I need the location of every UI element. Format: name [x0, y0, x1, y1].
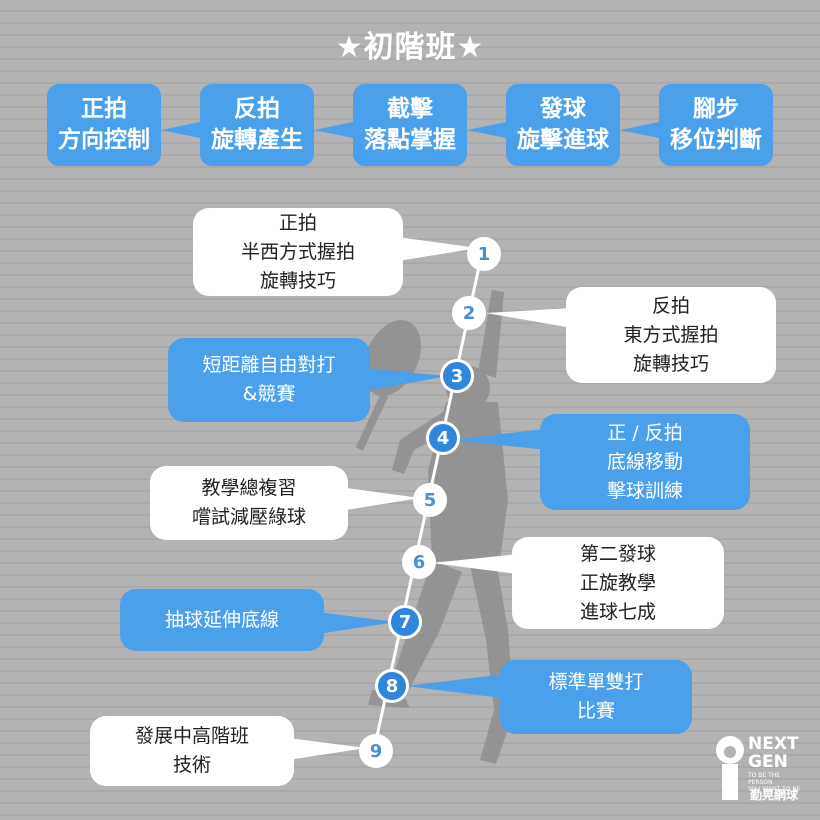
logo-gen: GEN [748, 752, 788, 772]
stage-bubble-5: 教學總複習 嚐試減壓綠球 [150, 466, 348, 540]
logo-next: NEXT [748, 734, 799, 754]
step-arrow [467, 122, 506, 138]
stage-text-line: 教學總複習 [201, 477, 297, 499]
logo-tagline-1: TO BE THE PERSON [748, 772, 781, 786]
stage-number-7: 7 [388, 605, 422, 639]
stage-number-2: 2 [452, 296, 486, 330]
page-title: ★初階班★ [335, 30, 485, 65]
logo-tagline-2: YOU WANT TO BE [748, 786, 801, 793]
top-step-forehand: 正拍 方向控制 [47, 84, 161, 166]
logo-tagline: TO BE THE PERSON YOU WANT TO BE [748, 772, 804, 793]
step-arrow [620, 122, 659, 138]
bubble-tail [406, 674, 506, 698]
stage-text-line: &競賽 [242, 383, 296, 405]
stage-text-line: 半西方式握拍 [240, 240, 355, 263]
top-step-title: 反拍 [234, 96, 280, 122]
stage-text-line: 正拍 [278, 211, 317, 234]
stage-bubble-7: 抽球延伸底線 [120, 589, 324, 651]
stage-text-line: 嚐試減壓綠球 [191, 506, 306, 528]
stage-text-line: 標準單雙打 [548, 671, 644, 693]
top-step-subtitle: 旋擊進球 [517, 127, 609, 153]
stage-number-6: 6 [402, 545, 436, 579]
stage-text-line: 第二發球 [579, 542, 656, 565]
stage-text-line: 進球七成 [579, 600, 656, 623]
bubble-tail [360, 368, 448, 392]
logo-brand: 勤晃網球 [750, 788, 799, 802]
stage-number-5: 5 [413, 483, 447, 517]
stage-text-line: 正旋教學 [579, 571, 656, 594]
step-arrow [314, 122, 353, 138]
stage-bubble-1: 正拍 半西方式握拍 旋轉技巧 [193, 208, 403, 296]
bubble-tail [452, 428, 552, 450]
stage-bubble-2: 反拍 東方式握拍 旋轉技巧 [566, 287, 776, 383]
stage-number-3: 3 [440, 359, 474, 393]
bubble-tail [346, 488, 420, 510]
top-step-subtitle: 移位判斷 [670, 127, 762, 153]
stage-number-8: 8 [375, 669, 409, 703]
stage-text-line: 擊球訓練 [606, 479, 683, 502]
stage-bubble-3: 短距離自由對打 &競賽 [168, 338, 370, 422]
top-step-subtitle: 落點掌握 [364, 127, 456, 153]
stage-text-line: 比賽 [576, 700, 615, 722]
stage-bubble-6: 第二發球 正旋教學 進球七成 [512, 537, 724, 629]
stage-text-line: 旋轉技巧 [632, 352, 709, 375]
stage-text-line: 旋轉技巧 [259, 269, 336, 292]
top-step-footwork: 腳步 移位判斷 [659, 84, 773, 166]
stage-text-line: 底線移動 [606, 450, 683, 473]
stage-text-line: 正 / 反拍 [607, 421, 683, 444]
stage-text-line: 發展中高階班 [134, 725, 249, 747]
top-step-title: 截擊 [387, 96, 433, 122]
top-step-title: 腳步 [693, 96, 739, 122]
top-step-serve: 發球 旋擊進球 [506, 84, 620, 166]
stage-text-line: 抽球延伸底線 [164, 608, 279, 631]
stage-text-line: 反拍 [651, 294, 690, 317]
stage-bubble-4: 正 / 反拍 底線移動 擊球訓練 [540, 414, 750, 510]
bubble-tail [432, 554, 518, 574]
stage-bubble-8: 標準單雙打 比賽 [500, 660, 692, 734]
top-step-title: 發球 [540, 96, 586, 122]
bubble-tail [390, 236, 478, 262]
bubble-tail [486, 308, 572, 328]
logo-figure-icon [716, 736, 744, 800]
bubble-tail [288, 738, 366, 760]
next-gen-logo: NEXT GEN TO BE THE PERSON YOU WANT TO BE… [712, 728, 808, 808]
top-step-subtitle: 旋轉產生 [211, 127, 303, 153]
stage-text-line: 短距離自由對打 [202, 354, 336, 376]
top-step-volley: 截擊 落點掌握 [353, 84, 467, 166]
stage-number-9: 9 [359, 734, 393, 768]
stage-number-4: 4 [426, 421, 460, 455]
stage-text-line: 東方式握拍 [623, 323, 719, 346]
top-step-backhand: 反拍 旋轉產生 [200, 84, 314, 166]
top-step-subtitle: 方向控制 [58, 127, 150, 153]
step-arrow [161, 122, 200, 138]
stage-text-line: 技術 [172, 754, 211, 776]
stage-number-1: 1 [467, 237, 501, 271]
bubble-tail [318, 612, 396, 634]
stage-bubble-9: 發展中高階班 技術 [90, 716, 294, 786]
top-step-title: 正拍 [81, 96, 127, 122]
